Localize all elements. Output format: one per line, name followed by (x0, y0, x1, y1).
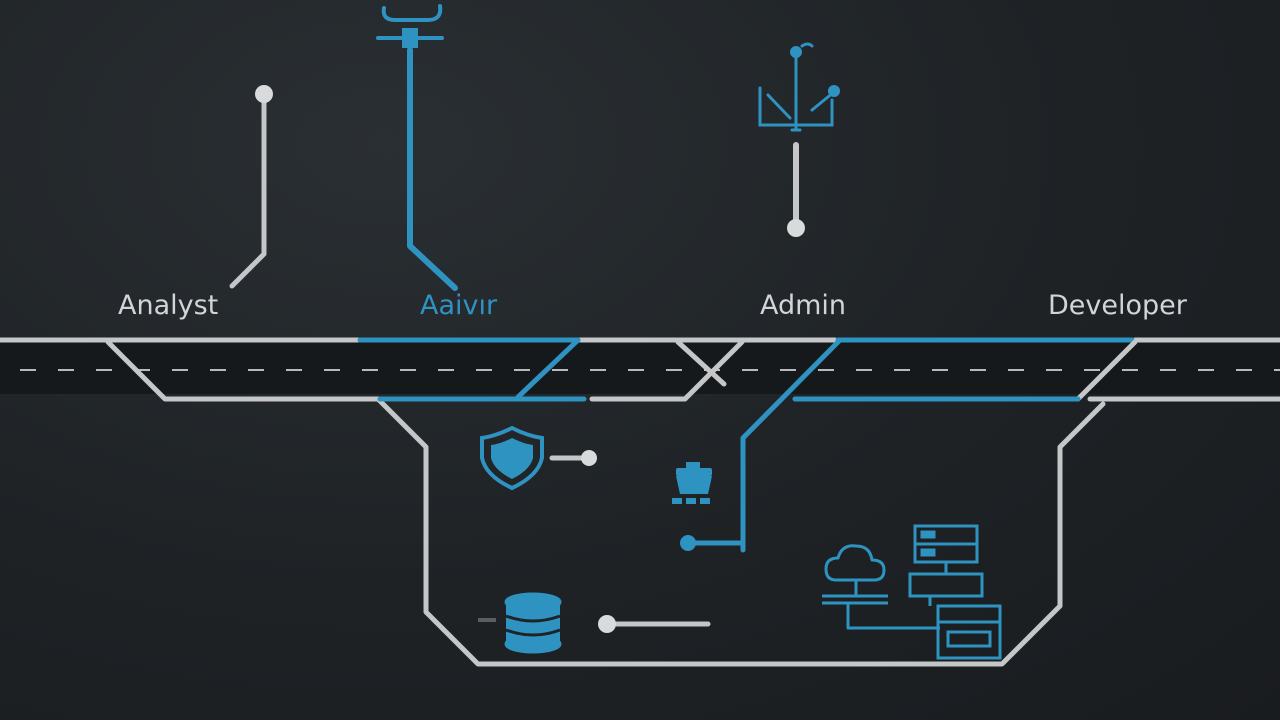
shield-icon (480, 425, 544, 491)
tree-node-icon (758, 42, 836, 132)
tree-node-dot-right (828, 85, 840, 97)
admin-node (787, 219, 805, 237)
analyst-line (229, 93, 267, 289)
role-label-developer: Developer (1048, 290, 1188, 321)
server-rack-icon (908, 524, 1002, 660)
role-label-admin: Admin (760, 290, 846, 321)
tree-node-dot-top (790, 46, 802, 58)
security-person-icon (672, 462, 712, 504)
advisor-line (407, 47, 458, 291)
bus-lower-gray (105, 339, 1280, 667)
role-label-advisor: Aaivır (420, 290, 498, 321)
role-label-analyst: Analyst (118, 290, 218, 321)
bus-band (0, 342, 1280, 394)
bus-lower-blue (377, 337, 1081, 553)
analyst-node (255, 85, 273, 103)
admin-branch-node (680, 535, 696, 551)
cloud-icon (376, 4, 444, 48)
cloud-network-icon (822, 544, 940, 630)
database-node (598, 615, 616, 633)
shield-node (581, 450, 597, 466)
database-icon (504, 592, 562, 654)
